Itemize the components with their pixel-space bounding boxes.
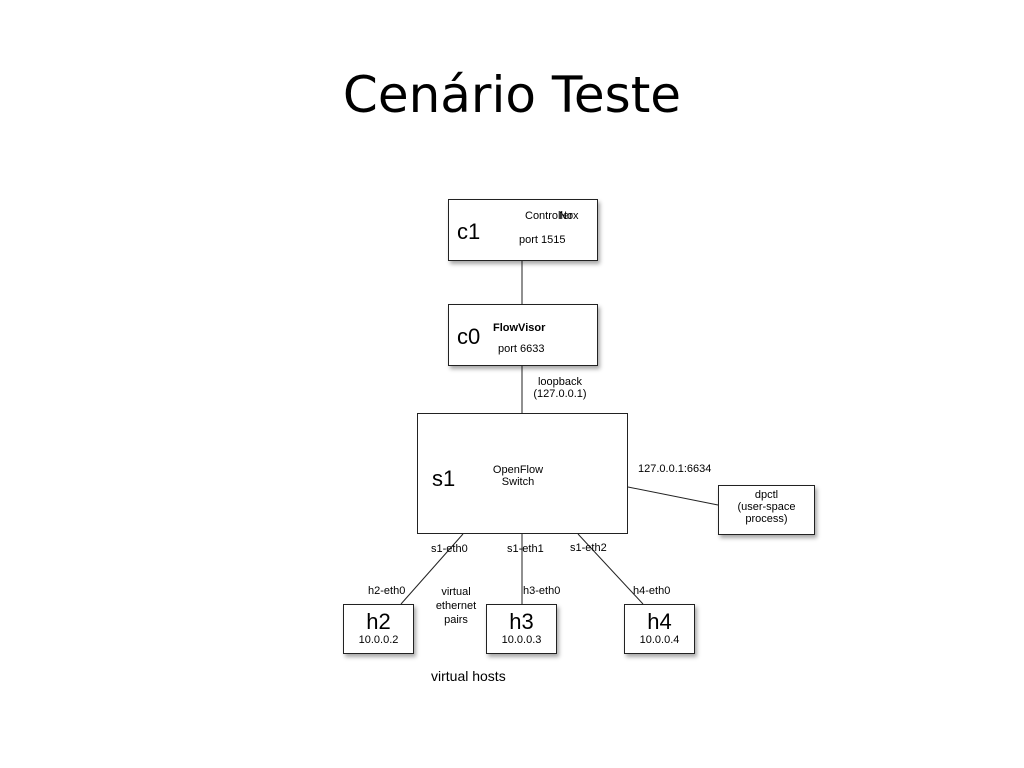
host-ip: 10.0.0.2 [358, 634, 399, 646]
host-node-h3: h3 10.0.0.3 [486, 604, 557, 654]
node-port: port 6633 [498, 343, 545, 355]
veth-note-line3: pairs [444, 614, 468, 626]
flowvisor-node-c0: c0 FlowVisor port 6633 [448, 304, 598, 366]
link-s1-dpctl [627, 486, 719, 506]
dpctl-line1: dpctl [754, 489, 779, 501]
switch-label-line2: Switch [501, 476, 535, 488]
host-node-h2: h2 10.0.0.2 [343, 604, 414, 654]
host-iface-label: h4-eth0 [633, 585, 671, 597]
loopback-line1: loopback [537, 376, 583, 388]
host-ip: 10.0.0.3 [501, 634, 542, 646]
node-name: FlowVisor [493, 322, 546, 334]
dpctl-line2: (user-space [737, 501, 796, 513]
link-s1-h2 [400, 533, 464, 605]
host-iface-label: h3-eth0 [523, 585, 561, 597]
veth-note-line1: virtual [441, 586, 471, 598]
host-iface-label: h2-eth0 [368, 585, 406, 597]
switch-port-label: s1-eth0 [431, 543, 468, 555]
host-id: h2 [366, 609, 391, 634]
openflow-switch-s1: s1 OpenFlow Switch [417, 413, 628, 534]
slide-title: Cenário Teste [342, 66, 682, 124]
switch-label: OpenFlow Switch [482, 464, 554, 488]
node-app: Nox [559, 210, 579, 222]
node-name: Controller [525, 210, 573, 222]
node-id: c0 [457, 324, 481, 349]
dpctl-link-address: 127.0.0.1:6634 [638, 463, 712, 475]
dpctl-process-node: dpctl (user-space process) [718, 485, 815, 535]
loopback-label: loopback (127.0.0.1) [521, 376, 599, 400]
host-id: h3 [509, 609, 534, 634]
dpctl-line3: process) [745, 513, 788, 525]
node-id: s1 [432, 466, 456, 491]
node-port: port 1515 [519, 234, 566, 246]
loopback-line2: (127.0.0.1) [533, 388, 587, 400]
node-id: c1 [457, 219, 481, 244]
host-ip: 10.0.0.4 [639, 634, 680, 646]
controller-node-c1: c1 Controller Nox port 1515 [448, 199, 598, 261]
link-s1-h4 [577, 533, 644, 605]
host-id: h4 [647, 609, 672, 634]
veth-note-line2: ethernet [435, 600, 477, 612]
veth-pairs-note: virtual ethernet pairs [426, 585, 486, 627]
host-node-h4: h4 10.0.0.4 [624, 604, 695, 654]
switch-port-label: s1-eth1 [507, 543, 544, 555]
switch-port-label: s1-eth2 [570, 542, 607, 554]
virtual-hosts-caption: virtual hosts [431, 668, 506, 684]
switch-label-line1: OpenFlow [492, 464, 544, 476]
